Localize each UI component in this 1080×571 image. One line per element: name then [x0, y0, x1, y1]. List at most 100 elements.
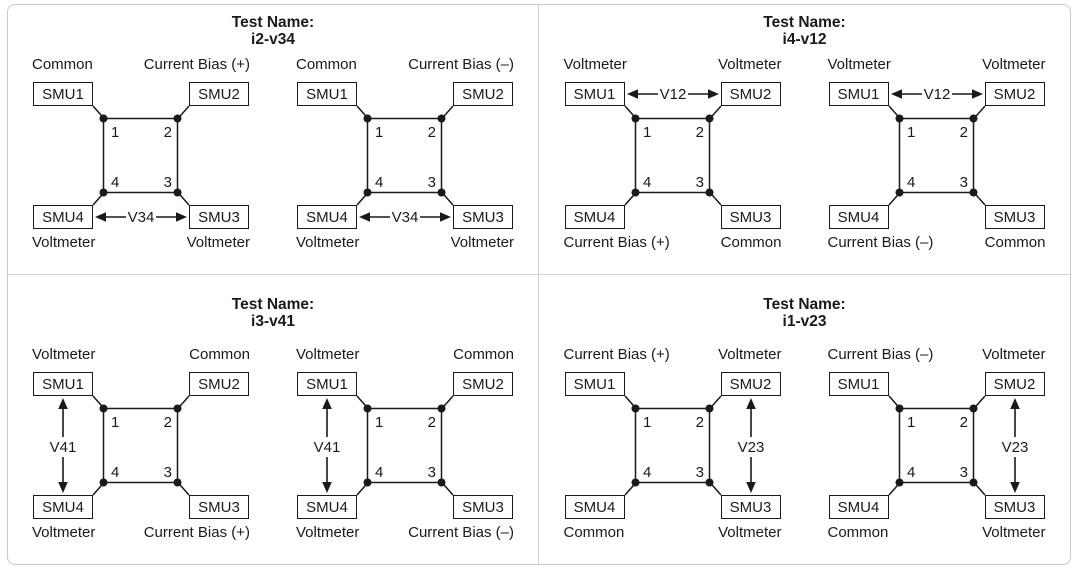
corner-number-3: 3: [428, 464, 436, 481]
test-name-prefix: Test Name:: [231, 14, 315, 31]
role-label-bottom-left: Current Bias (–): [827, 234, 934, 251]
terminal-dot-2: [173, 404, 182, 413]
v-arrow-heads: [359, 212, 451, 222]
corner-number-4: 4: [907, 464, 915, 481]
corner-number-4: 4: [111, 464, 119, 481]
corner-number-3: 3: [164, 174, 172, 191]
corner-number-3: 3: [959, 174, 967, 191]
smu2-box: SMU2: [984, 82, 1045, 106]
corner-number-2: 2: [164, 414, 172, 431]
diagram-graphics: 1 2 4 3 V41: [314, 395, 454, 496]
smu-config-diagram-i4v12-plus: 1 2 4 3 V12 Voltmeter Voltmeter SMU1 SMU…: [558, 56, 788, 252]
corner-number-3: 3: [164, 464, 172, 481]
smu1-box: SMU1: [297, 82, 357, 106]
smu4-box: SMU4: [297, 495, 357, 519]
terminal-dot-1: [363, 404, 372, 413]
diagram-graphics: 1 2 4 3 V23: [623, 395, 764, 496]
smu4-box: SMU4: [33, 495, 93, 519]
role-label-top-left: Voltmeter: [827, 56, 891, 73]
smu-config-diagram-i1v23-minus: 1 2 4 3 V23 Current Bias (–) Voltmeter S…: [822, 346, 1052, 542]
corner-number-4: 4: [111, 174, 119, 191]
role-label-bottom-left: Common: [563, 524, 625, 541]
terminal-dot-2: [969, 114, 977, 123]
diagram-row: 1 2 4 3 V12 Voltmeter Voltmeter SMU1 SMU…: [539, 56, 1070, 252]
corner-number-1: 1: [111, 414, 119, 431]
smu2-box: SMU2: [720, 82, 781, 106]
role-label-bottom-left: Voltmeter: [296, 524, 360, 541]
diagram-row: 1 2 4 3 V41 Voltmeter Common SMU1 SMU2 S…: [8, 346, 538, 542]
sample-square: [898, 117, 974, 194]
terminal-dot-3: [437, 478, 446, 487]
corner-number-3: 3: [695, 464, 703, 481]
terminal-dot-4: [363, 188, 372, 197]
smu-config-diagram-i4v12-minus: 1 2 4 3 V12 Voltmeter Voltmeter SMU1 SMU…: [822, 56, 1052, 252]
v-measure-label: V41: [50, 439, 77, 456]
test-name: i1-v23: [782, 313, 827, 330]
smu4-box: SMU4: [297, 205, 357, 229]
corner-number-2: 2: [164, 124, 172, 141]
smu4-box: SMU4: [33, 205, 93, 229]
quadrant-title: Test Name: i1-v23: [539, 296, 1070, 330]
smu2-box: SMU2: [453, 372, 513, 396]
terminal-connectors: [356, 395, 454, 496]
smu4-box: SMU4: [828, 205, 889, 229]
role-label-top-left: Voltmeter: [32, 346, 96, 363]
smu2-box: SMU2: [984, 372, 1045, 396]
diagram-graphics: 1 2 4 3 V41: [50, 395, 190, 496]
diagram-graphics: 1 2 4 3 V12: [623, 86, 722, 206]
corner-number-4: 4: [643, 174, 651, 191]
diagram-graphics: 1 2 4 3 V34: [92, 105, 190, 226]
smu2-box: SMU2: [720, 372, 781, 396]
terminal-dot-2: [705, 404, 713, 413]
terminal-connectors: [887, 395, 986, 496]
smu-config-diagram-i3v41-minus: 1 2 4 3 V41 Voltmeter Common SMU1 SMU2 S…: [290, 346, 520, 542]
corner-number-2: 2: [959, 414, 967, 431]
sample-square: [102, 117, 179, 194]
test-name: i2-v34: [251, 31, 295, 48]
test-name: i4-v12: [782, 31, 827, 48]
corner-number-1: 1: [643, 414, 651, 431]
corner-number-1: 1: [111, 124, 119, 141]
role-label-top-left: Current Bias (+): [563, 346, 670, 363]
quadrant-i4-v12: Test Name: i4-v12 1 2 4 3 V12: [539, 5, 1070, 275]
quadrant-title: Test Name: i2-v34: [8, 14, 538, 48]
role-label-top-right: Voltmeter: [982, 56, 1046, 73]
terminal-dot-4: [363, 478, 372, 487]
terminal-connectors: [92, 395, 190, 496]
corner-number-4: 4: [375, 174, 383, 191]
corner-number-3: 3: [428, 174, 436, 191]
v-measure-label: V12: [659, 86, 686, 103]
role-label-bottom-right: Common: [984, 234, 1046, 251]
corner-number-3: 3: [695, 174, 703, 191]
test-name-prefix: Test Name:: [763, 14, 846, 31]
role-label-bottom-right: Voltmeter: [450, 234, 514, 251]
smu2-box: SMU2: [453, 82, 513, 106]
smu1-box: SMU1: [564, 82, 625, 106]
terminal-dot-1: [895, 404, 903, 413]
role-label-top-right: Common: [453, 346, 514, 363]
terminal-dot-1: [363, 114, 372, 123]
corner-number-1: 1: [375, 124, 383, 141]
role-label-bottom-left: Voltmeter: [32, 524, 96, 541]
corner-number-4: 4: [643, 464, 651, 481]
smu2-box: SMU2: [189, 372, 249, 396]
terminal-connectors: [92, 105, 190, 206]
role-label-top-right: Current Bias (+): [143, 56, 250, 73]
quadrant-title: Test Name: i4-v12: [539, 14, 1070, 48]
role-label-top-right: Current Bias (–): [408, 56, 514, 73]
smu2-box: SMU2: [189, 82, 249, 106]
role-label-top-right: Common: [189, 346, 250, 363]
sample-square: [634, 407, 710, 484]
quadrant-i3-v41: Test Name: i3-v41 1 2 4 3 V41: [8, 275, 539, 564]
corner-number-2: 2: [959, 124, 967, 141]
terminal-dot-1: [99, 114, 108, 123]
quadrant-i1-v23: Test Name: i1-v23 1 2 4 3 V23: [539, 275, 1070, 564]
corner-number-2: 2: [695, 124, 703, 141]
corner-number-1: 1: [643, 124, 651, 141]
role-label-top-left: Current Bias (–): [827, 346, 934, 363]
v-arrow-heads: [58, 398, 68, 493]
diagram-graphics: 1 2 4 3 V34: [356, 105, 454, 226]
v-measure-label: V12: [923, 86, 950, 103]
role-label-bottom-right: Voltmeter: [718, 524, 782, 541]
diagram-row: 1 2 4 3 V34 Common Current Bias (+) SMU1…: [8, 56, 538, 252]
